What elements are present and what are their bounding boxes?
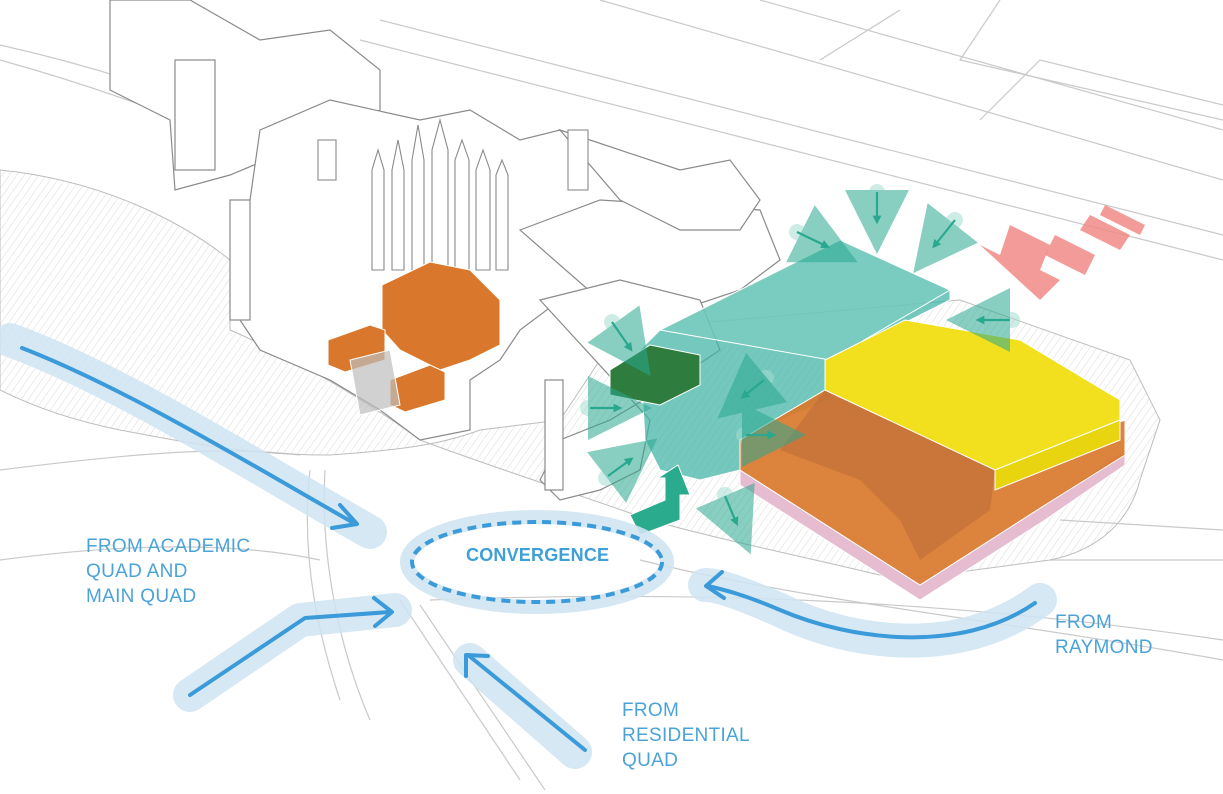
label-line: RAYMOND	[1055, 637, 1153, 658]
yellow-building-mass	[824, 319, 1121, 491]
label-line: FROM	[622, 700, 680, 721]
pedestrian-flow-arrows	[20, 346, 1037, 752]
label-from-residential-quad: FROM RESIDENTIAL QUAD	[622, 698, 750, 773]
label-line: RESIDENTIAL	[622, 725, 750, 746]
convergence-label: CONVERGENCE	[466, 545, 610, 565]
label-line: MAIN QUAD	[86, 586, 197, 607]
green-entry-arrow	[629, 464, 691, 536]
tower-spires	[317, 117, 589, 271]
teal-access-arrows	[580, 184, 1020, 555]
convergence-zone	[400, 510, 674, 614]
label-line: QUAD AND	[86, 561, 188, 582]
label-from-academic-quad: FROM ACADEMIC QUAD AND MAIN QUAD	[86, 534, 250, 609]
label-line: FROM ACADEMIC	[86, 536, 251, 557]
red-approach-arrows	[980, 205, 1145, 300]
orange-building-mass-west	[327, 261, 501, 416]
label-from-raymond: FROM RAYMOND	[1055, 610, 1153, 660]
label-line: QUAD	[622, 750, 679, 771]
label-line: FROM	[1055, 612, 1113, 633]
